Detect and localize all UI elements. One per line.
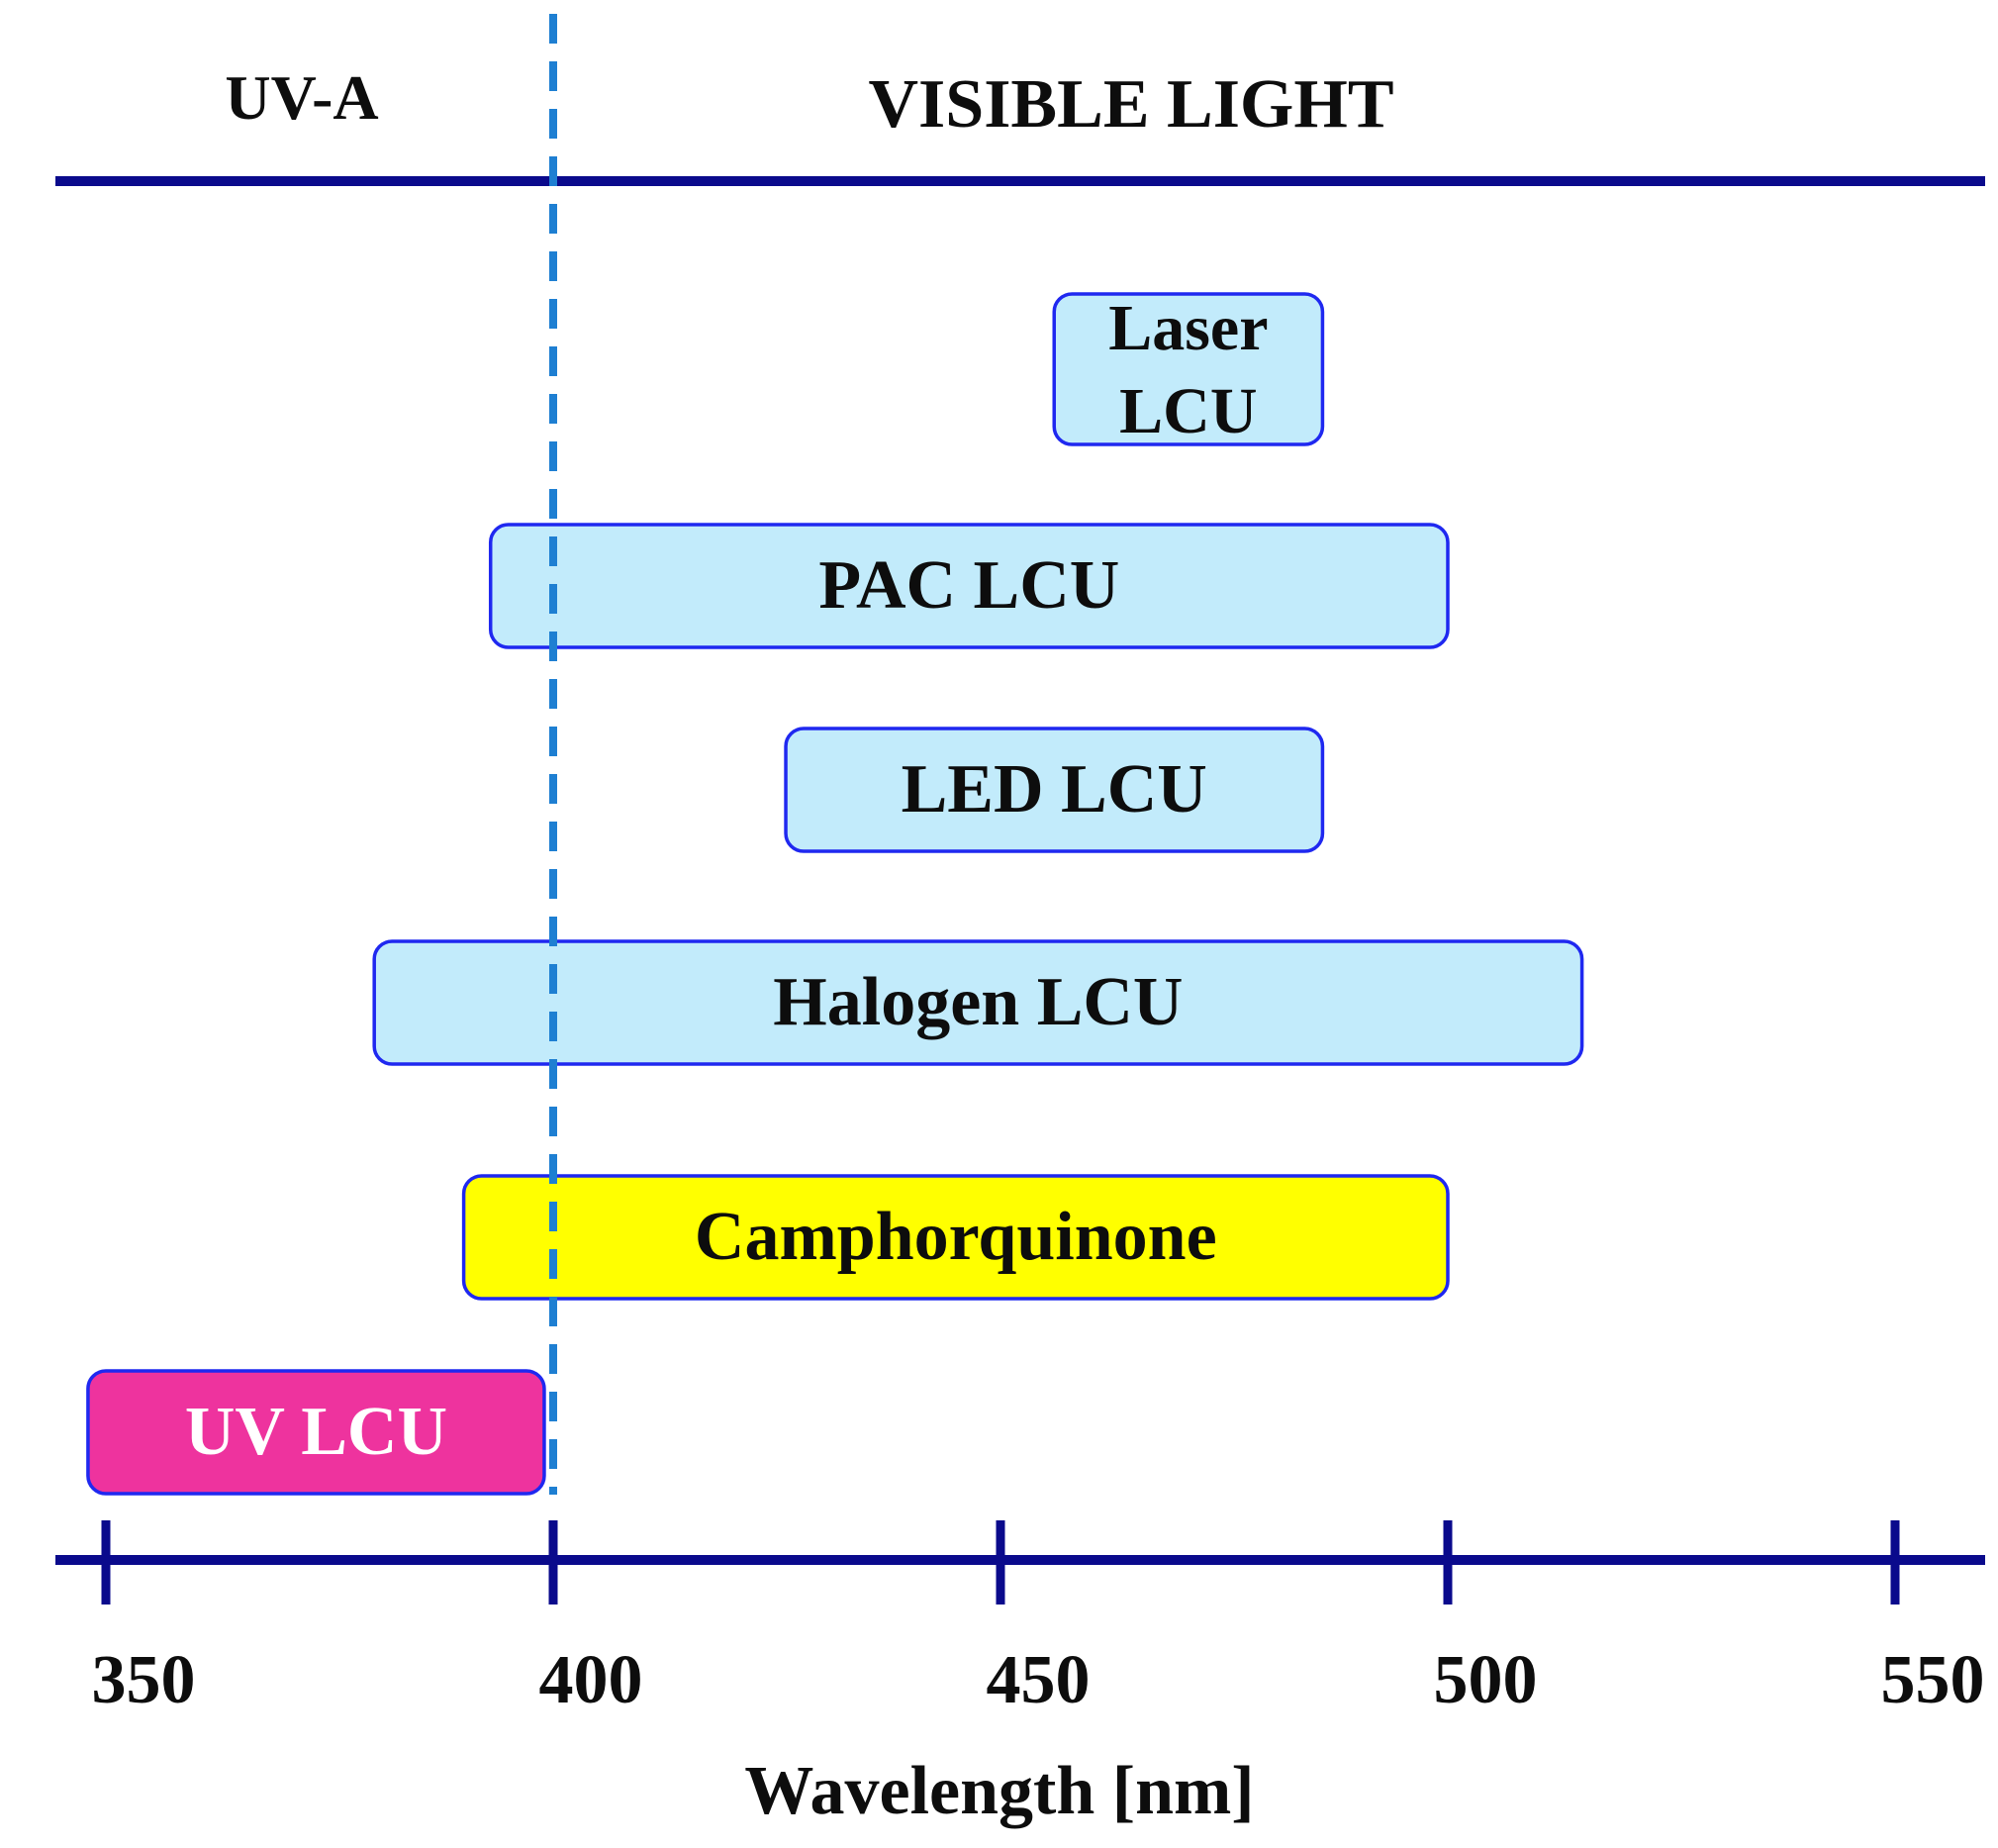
band-pac-lcu-label: PAC LCU: [818, 547, 1119, 624]
band-uv-lcu-box: [86, 1369, 546, 1496]
x-axis-tick-label-350: 350: [92, 1642, 196, 1718]
band-uv-lcu-label: UV LCU: [185, 1394, 447, 1470]
uv-a-region-label: UV-A: [225, 62, 378, 133]
band-pac-lcu: PAC LCU: [488, 523, 1450, 649]
band-camphorquinone: Camphorquinone: [461, 1174, 1450, 1301]
x-axis-tick-label-550: 550: [1881, 1642, 1985, 1718]
band-laser-lcu-label-line-2: LCU: [1119, 375, 1257, 447]
band-led-lcu-label: LED LCU: [902, 751, 1207, 827]
band-laser-lcu-label-line-1: Laser: [1108, 292, 1268, 364]
band-pac-lcu-box: [488, 523, 1450, 649]
x-axis: 350 400 450 500 550 Wavelength [nm]: [55, 1520, 1985, 1829]
x-axis-tick-label-500: 500: [1434, 1642, 1538, 1718]
band-laser-lcu-box: [1052, 292, 1325, 446]
band-halogen-lcu: Halogen LCU: [372, 939, 1584, 1066]
x-axis-tick-label-400: 400: [539, 1642, 643, 1718]
band-camphorquinone-label: Camphorquinone: [695, 1199, 1217, 1275]
band-halogen-lcu-label: Halogen LCU: [773, 964, 1183, 1040]
visible-light-region-label: VISIBLE LIGHT: [868, 66, 1393, 143]
x-axis-tick-label-450: 450: [987, 1642, 1091, 1718]
x-axis-title: Wavelength [nm]: [744, 1753, 1254, 1829]
band-led-lcu-box: [784, 727, 1325, 853]
band-uv-lcu: UV LCU: [86, 1369, 546, 1496]
band-halogen-lcu-box: [372, 939, 1584, 1066]
band-camphorquinone-box: [461, 1174, 1450, 1301]
band-laser-lcu: Laser LCU: [1052, 292, 1325, 447]
band-led-lcu: LED LCU: [784, 727, 1325, 853]
